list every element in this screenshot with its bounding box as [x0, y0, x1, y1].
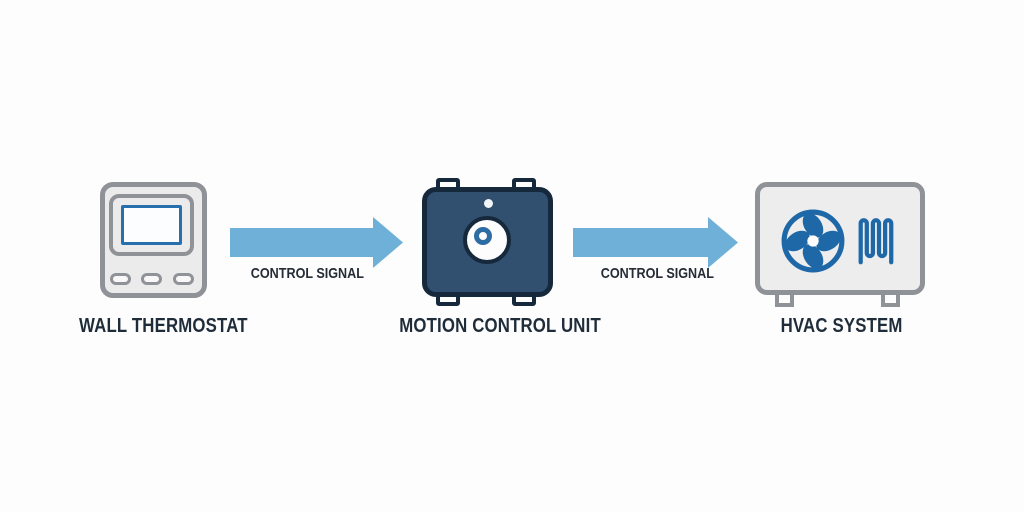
knob-ring [474, 227, 492, 245]
arrow-label-2: CONTROL SIGNAL [600, 265, 714, 282]
arrow-head-icon [708, 217, 738, 268]
node-label-hvac-system: HVAC SYSTEM [781, 315, 903, 337]
arrow-head-icon [373, 217, 403, 268]
indicator-led [484, 199, 493, 208]
thermostat-screen [121, 205, 182, 245]
control-signal-arrow-1 [230, 228, 373, 257]
thermostat-display-bezel [109, 194, 194, 256]
fan-icon [781, 209, 845, 273]
control-knob [463, 216, 511, 264]
coil-icon [858, 218, 894, 265]
thermostat-icon [100, 182, 207, 298]
thermostat-button [110, 273, 131, 285]
node-label-motion-control-unit: MOTION CONTROL UNIT [399, 315, 601, 337]
thermostat-button [141, 273, 162, 285]
arrow-label-1: CONTROL SIGNAL [250, 265, 364, 282]
thermostat-button [173, 273, 194, 285]
control-box-knob-icon [422, 187, 553, 297]
node-label-wall-thermostat: WALL THERMOSTAT [79, 315, 248, 337]
hvac-unit-icon [755, 182, 925, 295]
control-signal-arrow-2 [573, 228, 708, 257]
